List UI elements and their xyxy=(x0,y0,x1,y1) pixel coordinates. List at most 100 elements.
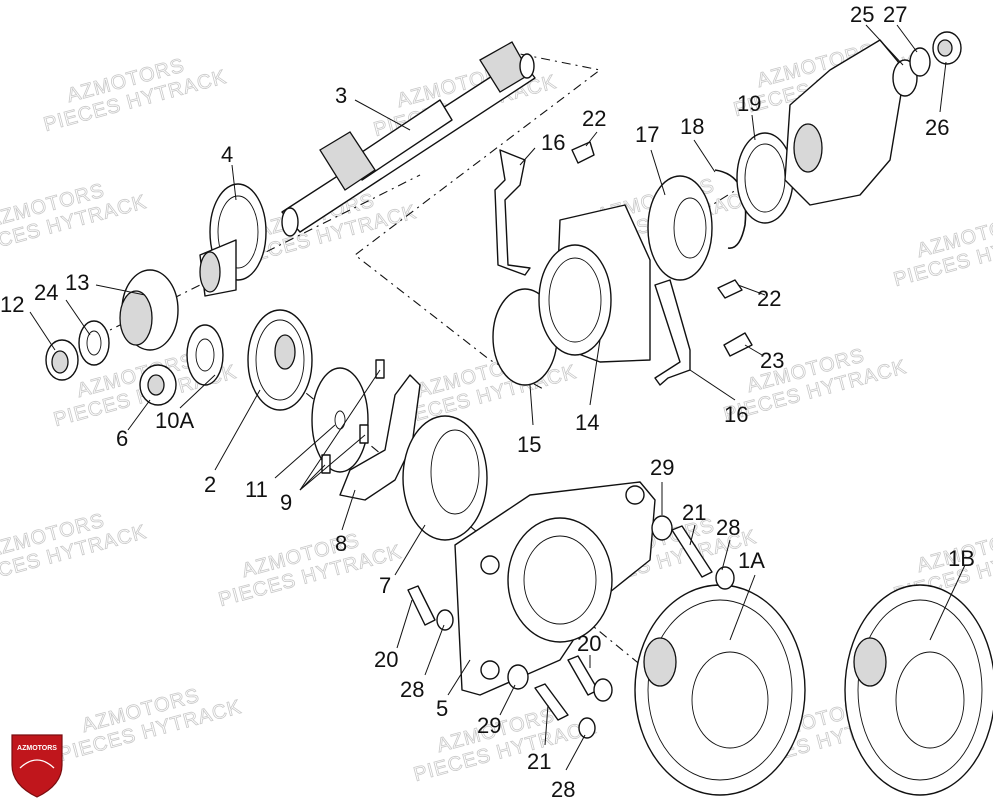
callout-22-top: 22 xyxy=(582,106,606,131)
nut-26-bore xyxy=(937,39,953,57)
callout-11: 11 xyxy=(245,477,268,502)
leader-21-bottom xyxy=(544,704,549,746)
bracket-16-top xyxy=(494,149,531,276)
callout-23: 23 xyxy=(760,348,784,373)
nut-12-bore xyxy=(51,350,69,374)
nut-6-bore xyxy=(147,374,165,396)
callout-13: 13 xyxy=(65,270,89,295)
leader-7 xyxy=(394,524,426,576)
gear-1A-teeth-ring xyxy=(647,599,793,781)
bolt-20-right-head xyxy=(593,678,613,702)
bolt-22-top xyxy=(571,141,595,164)
leader-2 xyxy=(214,389,261,471)
callout-25: 25 xyxy=(850,2,874,27)
gear-1A-hub xyxy=(691,651,769,749)
nut-part-26 xyxy=(932,31,962,65)
carrier-14-bore xyxy=(548,257,602,343)
gear-part-1B xyxy=(844,584,993,796)
leader-26 xyxy=(939,61,947,113)
bolt-21-bottom xyxy=(534,683,569,721)
upper-right-housing xyxy=(784,39,906,206)
bearing-carrier-part-14 xyxy=(538,204,651,363)
bearing-7-inner xyxy=(430,429,480,515)
washer-part-27 xyxy=(909,47,931,77)
bolt-20-left xyxy=(407,585,436,626)
callout-29-top: 29 xyxy=(650,455,674,480)
bearing-17-inner xyxy=(673,197,707,259)
leader-9c xyxy=(299,369,381,491)
leader-20-left xyxy=(396,599,413,649)
gear-1B-pinion xyxy=(853,637,887,687)
callout-16-top: 16 xyxy=(541,130,565,155)
leader-28-bottom xyxy=(565,734,586,771)
washer-27 xyxy=(909,47,931,77)
leader-12 xyxy=(29,311,56,351)
callout-10A: 10A xyxy=(155,408,194,433)
gear-1B-outer xyxy=(844,584,993,796)
callout-17: 17 xyxy=(635,122,659,147)
thrust-washer-part-11 xyxy=(311,367,369,473)
housing-5-hole-lower xyxy=(480,660,500,680)
gear-2-teeth-ring xyxy=(255,319,305,401)
washer-24-inner xyxy=(86,330,102,356)
gear-1A-pinion xyxy=(643,637,677,687)
gear-part-1A xyxy=(634,584,806,796)
leader-22-top xyxy=(585,131,598,147)
leader-23 xyxy=(744,344,763,356)
callout-8: 8 xyxy=(335,531,347,556)
spacer-29-bottom xyxy=(507,664,529,690)
gear-part-2 xyxy=(247,309,313,411)
bearing-17-outer xyxy=(647,175,713,281)
callout-24: 24 xyxy=(34,280,58,305)
needle-bearing-part-13 xyxy=(119,269,179,351)
leader-9b xyxy=(299,434,366,491)
leader-28-left xyxy=(424,624,445,676)
leader-1A xyxy=(729,574,756,641)
dashed-assembly-outline xyxy=(354,49,602,391)
callout-9: 9 xyxy=(280,490,292,515)
pin-9-top xyxy=(375,359,385,379)
leader-28-top xyxy=(721,539,731,571)
callout-28-top: 28 xyxy=(716,515,740,540)
callout-20-left: 20 xyxy=(374,647,398,672)
leader-11 xyxy=(274,424,336,479)
gear-1B-teeth-ring xyxy=(857,599,983,781)
shaft-spline xyxy=(319,131,376,191)
nut-28-left xyxy=(436,609,454,631)
callout-29-bottom: 29 xyxy=(477,713,501,738)
gear-part-4 xyxy=(199,183,267,297)
washer-10A-outer xyxy=(186,324,224,386)
bearing-13-bore xyxy=(119,290,153,346)
callout-18: 18 xyxy=(680,114,704,139)
leader-16-top xyxy=(519,147,536,166)
bearing-7-outer xyxy=(402,415,488,541)
callout-28-bottom: 28 xyxy=(551,777,575,800)
washer-11-outer xyxy=(311,367,369,473)
bolt-21-top xyxy=(671,525,713,578)
pin-9-middle xyxy=(359,424,369,444)
leader-16-bottom xyxy=(689,369,736,401)
housing-5-bore-inner xyxy=(523,535,597,625)
nut-28-bottom xyxy=(578,717,596,739)
right-housing-bore xyxy=(793,123,823,173)
callout-4: 4 xyxy=(221,142,233,167)
housing-part-5 xyxy=(454,481,656,696)
callout-3: 3 xyxy=(335,83,347,108)
logo-swoosh-icon xyxy=(19,759,55,769)
callout-labels: 3 4 12 24 13 6 10A 2 11 9 8 7 20 28 5 29… xyxy=(0,2,975,800)
callout-27: 27 xyxy=(883,2,907,27)
callout-21-bottom: 21 xyxy=(527,749,551,774)
callout-20-right: 20 xyxy=(577,631,601,656)
callout-14: 14 xyxy=(575,410,599,435)
callout-26: 26 xyxy=(925,115,949,140)
nut-part-12 xyxy=(45,339,79,381)
housing-5-hole-left xyxy=(480,555,500,575)
callout-21-top: 21 xyxy=(682,500,706,525)
callout-22-right: 22 xyxy=(757,286,781,311)
bearing-part-17 xyxy=(647,175,713,281)
leader-25 xyxy=(865,24,904,66)
logo-shield-icon xyxy=(11,734,63,798)
callout-7: 7 xyxy=(379,573,391,598)
leader-13 xyxy=(95,284,146,296)
